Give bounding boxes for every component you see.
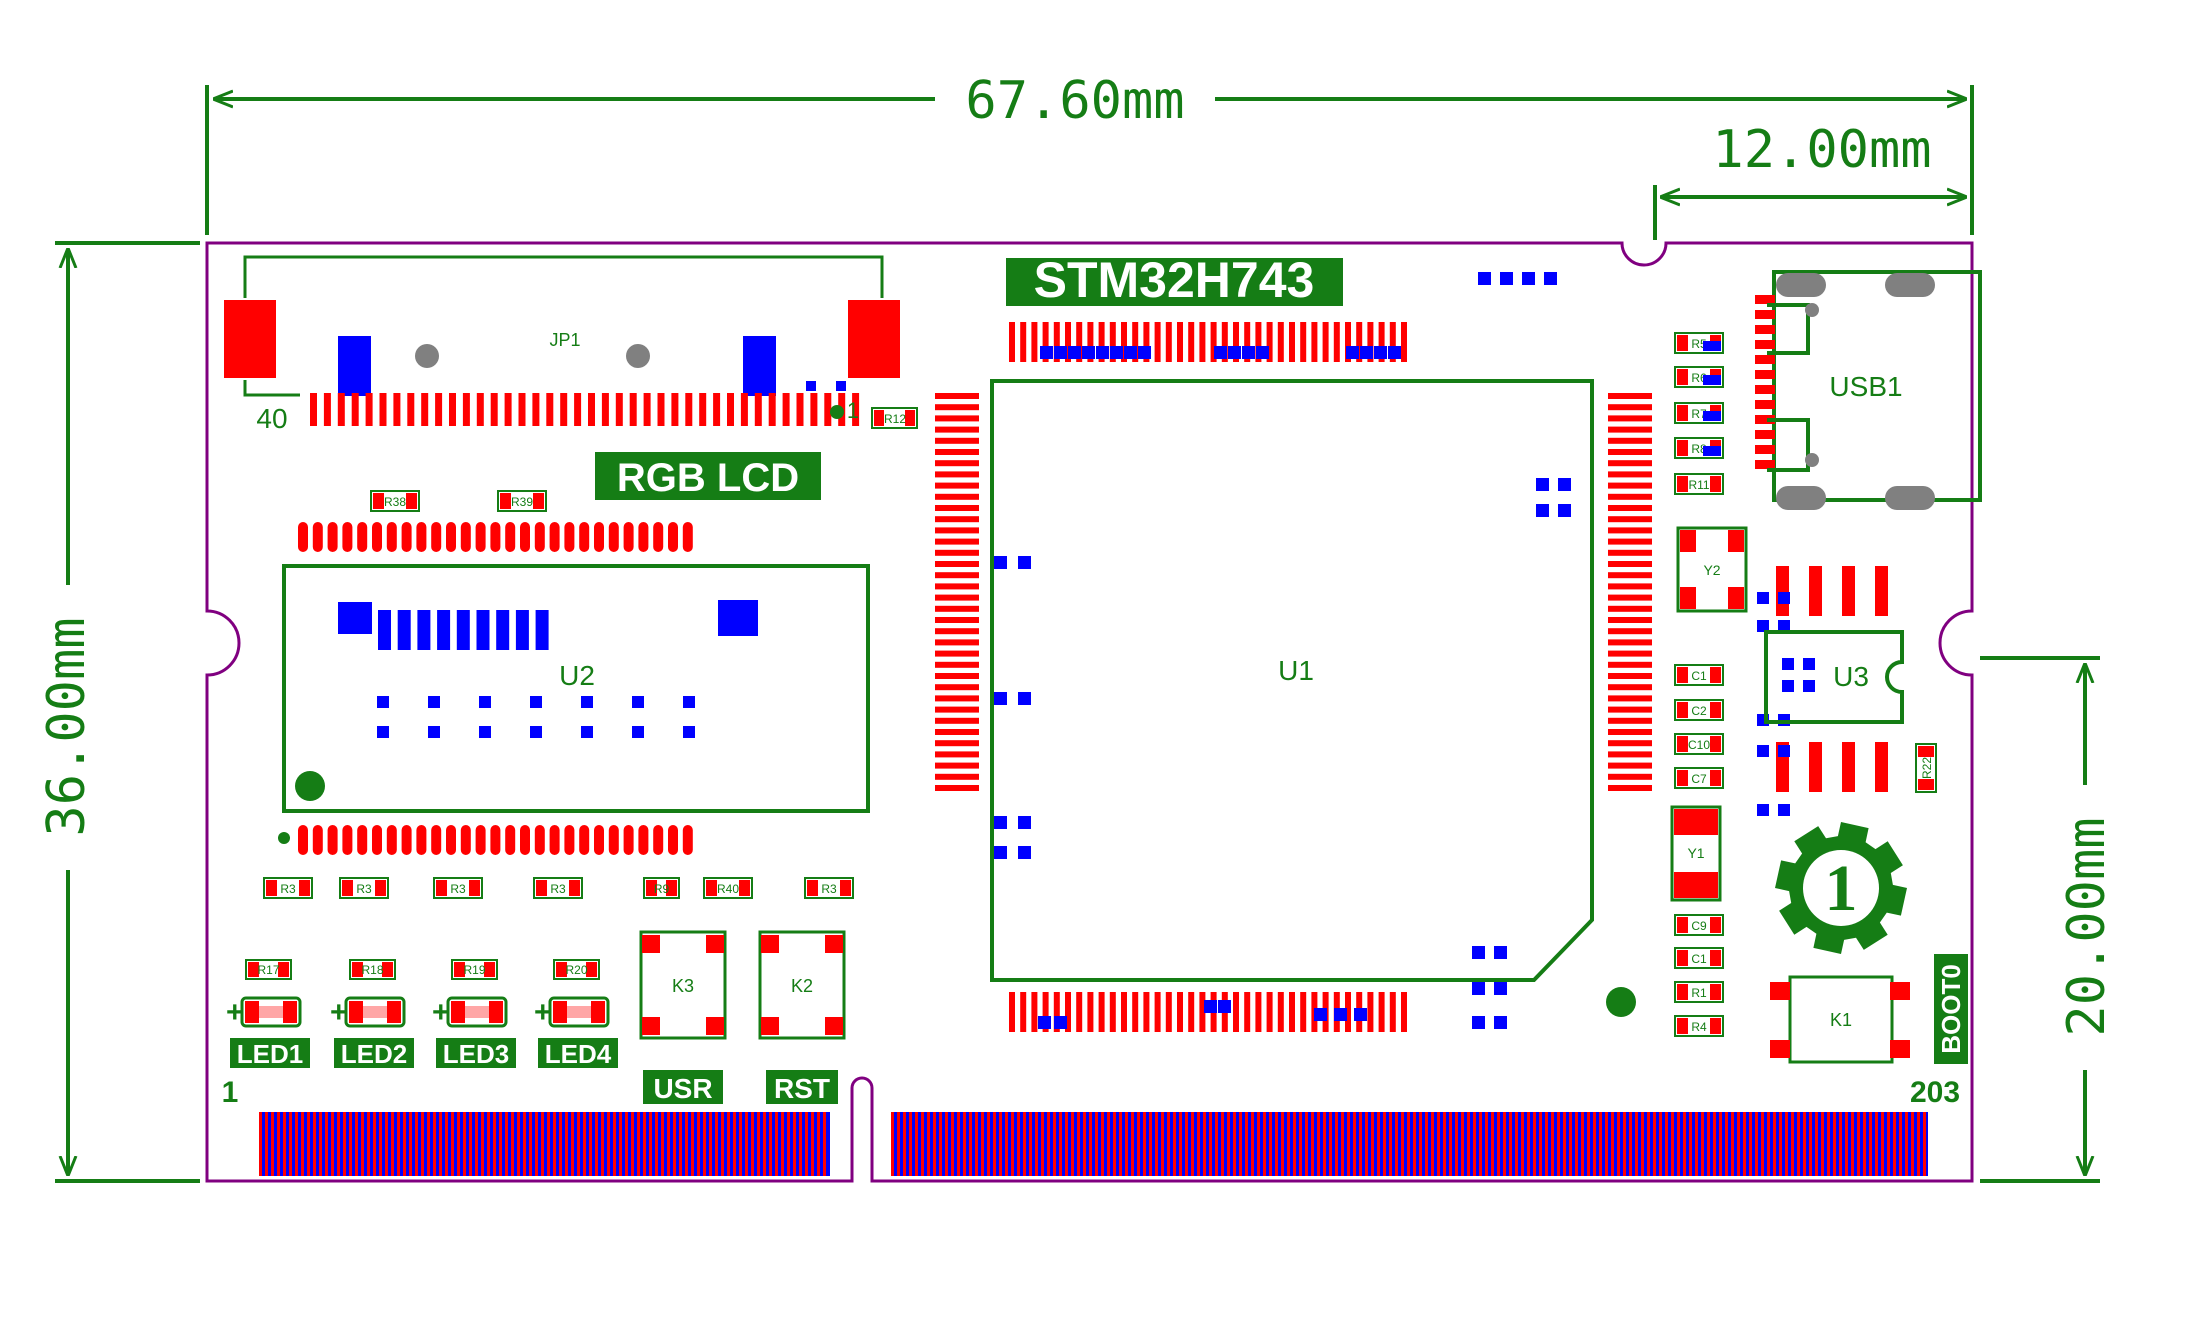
smd-part: R4 <box>1674 1015 1724 1037</box>
resistor-r22: R22 <box>1915 743 1937 793</box>
y1-crystal: Y1 <box>1670 805 1722 902</box>
smd-part: C1 <box>1674 947 1724 969</box>
dim-width-total: 67.60mm <box>965 71 1184 131</box>
edge-pin1-label: 1 <box>222 1076 239 1109</box>
led-group: R17 + LED1 R18 + LED2 R19 + LED3 R20 + LED4 <box>226 959 618 1069</box>
smd-part: R1 <box>1674 981 1724 1003</box>
svg-text:R40: R40 <box>717 882 739 896</box>
led-label-3: LED3 <box>443 1039 509 1069</box>
resistor-r39: R39 <box>497 490 547 512</box>
u1-chip <box>935 272 1652 1032</box>
boot0-label: BOOT0 <box>1936 964 1966 1054</box>
svg-text:R39: R39 <box>511 495 533 509</box>
svg-text:R4: R4 <box>1691 1020 1707 1034</box>
svg-text:R12: R12 <box>884 412 906 426</box>
y2-crystal: Y2 <box>1676 526 1748 613</box>
usb1-connector <box>1755 270 1982 510</box>
smd-part: R20 <box>553 959 600 980</box>
jp1-pin1-label: 1 <box>847 398 859 423</box>
usr-label: USR <box>653 1073 712 1104</box>
svg-text:R19: R19 <box>463 963 485 977</box>
gear-mark: 1 <box>1825 852 1858 925</box>
svg-text:C7: C7 <box>1691 772 1707 786</box>
svg-text:R3: R3 <box>450 882 466 896</box>
k3-label: K3 <box>672 976 694 996</box>
smd-part: C9 <box>1674 914 1724 936</box>
usb1-label: USB1 <box>1829 371 1902 402</box>
smd-part: R11 <box>1674 473 1724 495</box>
board-outline <box>205 241 1974 1183</box>
jp1-connector <box>224 255 900 426</box>
smd-part: R3 <box>433 877 483 899</box>
smd-part: R3 <box>263 877 313 899</box>
k2-button: K2 <box>758 930 846 1040</box>
jp1-pin40-label: 40 <box>256 403 287 434</box>
svg-text:C1: C1 <box>1691 952 1707 966</box>
dimension-lines <box>55 85 2100 1183</box>
svg-text:R3: R3 <box>550 882 566 896</box>
svg-text:R3: R3 <box>821 882 837 896</box>
smd-part: R9 <box>643 877 680 899</box>
resistor-r12: R12 <box>871 407 918 429</box>
dim-width-usb: 12.00mm <box>1712 120 1931 180</box>
svg-text:R22: R22 <box>1920 757 1934 779</box>
smd-part: R3 <box>804 877 854 899</box>
svg-text:R38: R38 <box>384 495 406 509</box>
gear-logo-icon: 1 <box>1775 822 1907 954</box>
smd-part: R3 <box>339 877 389 899</box>
mcu-label: STM32H743 <box>1034 252 1315 308</box>
svg-text:C10: C10 <box>1688 738 1710 752</box>
led-label-4: LED4 <box>545 1039 612 1069</box>
dim-height-partial: 20.00mm <box>2057 817 2117 1036</box>
dim-height-total: 36.00mm <box>37 617 97 836</box>
k2-label: K2 <box>791 976 813 996</box>
smd-part: R18 <box>349 959 396 980</box>
svg-text:C9: C9 <box>1691 919 1707 933</box>
u2-chip <box>278 522 870 855</box>
k3-button: K3 <box>639 930 727 1040</box>
svg-text:R20: R20 <box>565 963 587 977</box>
rst-label: RST <box>774 1073 830 1104</box>
smd-part: R40 <box>703 877 753 899</box>
led-label-1: LED1 <box>237 1039 303 1069</box>
u3-chip <box>1757 566 1904 816</box>
smd-part: R19 <box>451 959 498 980</box>
k1-button: K1 <box>1770 975 1910 1064</box>
smd-part: C7 <box>1674 767 1724 789</box>
resistor-row: R3 R3 R3 R3 R3 R9 R40 <box>263 877 854 899</box>
smd-part: C2 <box>1674 699 1724 721</box>
edge-pin203-label: 203 <box>1910 1076 1960 1109</box>
u2-label: U2 <box>559 660 595 691</box>
smd-part: C10 <box>1674 733 1724 755</box>
u1-label: U1 <box>1278 655 1314 686</box>
svg-text:R1: R1 <box>1691 986 1707 1000</box>
smd-part: C1 <box>1674 664 1724 686</box>
smd-part: R3 <box>533 877 583 899</box>
rgb-lcd-label: RGB LCD <box>617 456 799 500</box>
svg-text:R17: R17 <box>257 963 279 977</box>
jp1-label: JP1 <box>549 330 580 350</box>
svg-text:C2: C2 <box>1691 704 1707 718</box>
u3-label: U3 <box>1833 661 1869 692</box>
k1-label: K1 <box>1830 1010 1852 1030</box>
y1-label: Y1 <box>1687 845 1704 861</box>
smd-part: R17 <box>245 959 292 980</box>
svg-text:R11: R11 <box>1688 478 1709 492</box>
svg-text:R9: R9 <box>654 882 670 896</box>
led-polarity-mark: + <box>226 996 244 1029</box>
edge-connector <box>259 1112 1928 1176</box>
led-polarity-mark: + <box>432 996 450 1029</box>
svg-text:R3: R3 <box>356 882 372 896</box>
svg-text:R18: R18 <box>361 963 383 977</box>
resistor-r38: R38 <box>370 490 420 512</box>
led-label-2: LED2 <box>341 1039 407 1069</box>
led-polarity-mark: + <box>330 996 348 1029</box>
svg-text:C1: C1 <box>1691 669 1707 683</box>
svg-text:R3: R3 <box>280 882 296 896</box>
led-polarity-mark: + <box>534 996 552 1029</box>
y2-label: Y2 <box>1703 562 1720 578</box>
